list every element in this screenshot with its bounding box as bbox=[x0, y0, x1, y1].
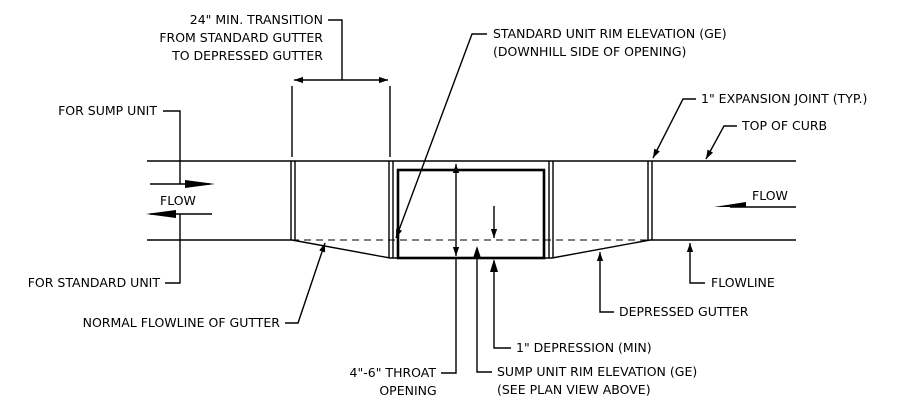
flowline-leader bbox=[686, 243, 705, 284]
flow-right-label: FLOW bbox=[752, 188, 788, 203]
expansion-joint-leader bbox=[652, 98, 696, 159]
rim-label-line2: (DOWNHILL SIDE OF OPENING) bbox=[493, 44, 686, 59]
inlet-structure bbox=[388, 161, 554, 260]
sump-rim-label-line2: (SEE PLAN VIEW ABOVE) bbox=[497, 382, 651, 397]
transition-left bbox=[291, 239, 391, 259]
transition-right bbox=[551, 239, 651, 259]
throat-label-line1: 4"-6" THROAT bbox=[350, 365, 437, 380]
normal-flowline-leader bbox=[285, 242, 326, 324]
transition-label-line3: TO DEPRESSED GUTTER bbox=[171, 48, 323, 63]
expansion-joint-label: 1" EXPANSION JOINT (TYP.) bbox=[701, 91, 867, 106]
flow-left-label: FLOW bbox=[160, 193, 196, 208]
standard-unit-label: FOR STANDARD UNIT bbox=[28, 275, 161, 290]
transition-label-line1: 24" MIN. TRANSITION bbox=[190, 12, 323, 27]
sump-rim-label-line1: SUMP UNIT RIM ELEVATION (GE) bbox=[497, 364, 697, 379]
top-of-curb-label: TOP OF CURB bbox=[741, 118, 827, 133]
sump-unit-leader bbox=[163, 110, 181, 184]
curb-geometry bbox=[147, 160, 796, 260]
top-of-curb-leader bbox=[705, 125, 737, 160]
transition-dimension bbox=[291, 19, 391, 157]
depression-label: 1" DEPRESSION (MIN) bbox=[516, 340, 652, 355]
rim-elevation-leader bbox=[395, 33, 487, 239]
expansion-joint-left bbox=[290, 161, 296, 240]
flowline-label: FLOWLINE bbox=[711, 275, 775, 290]
transition-label-line2: FROM STANDARD GUTTER bbox=[159, 30, 323, 45]
sump-unit-label: FOR SUMP UNIT bbox=[58, 103, 157, 118]
sump-rim-leader bbox=[473, 246, 492, 373]
depressed-gutter-leader bbox=[596, 252, 614, 313]
normal-flowline-label: NORMAL FLOWLINE OF GUTTER bbox=[83, 315, 281, 330]
throat-label-line2: OPENING bbox=[379, 383, 436, 398]
throat-opening-dimension bbox=[441, 164, 460, 374]
depressed-gutter-label: DEPRESSED GUTTER bbox=[619, 304, 749, 319]
rim-label-line1: STANDARD UNIT RIM ELEVATION (GE) bbox=[493, 26, 727, 41]
left-flow-indicators bbox=[146, 110, 215, 284]
depression-dimension bbox=[490, 206, 511, 349]
standard-unit-leader bbox=[165, 214, 181, 284]
expansion-joint-right bbox=[647, 161, 653, 240]
right-flow-arrow bbox=[714, 202, 796, 208]
inlet-box bbox=[396, 168, 546, 260]
